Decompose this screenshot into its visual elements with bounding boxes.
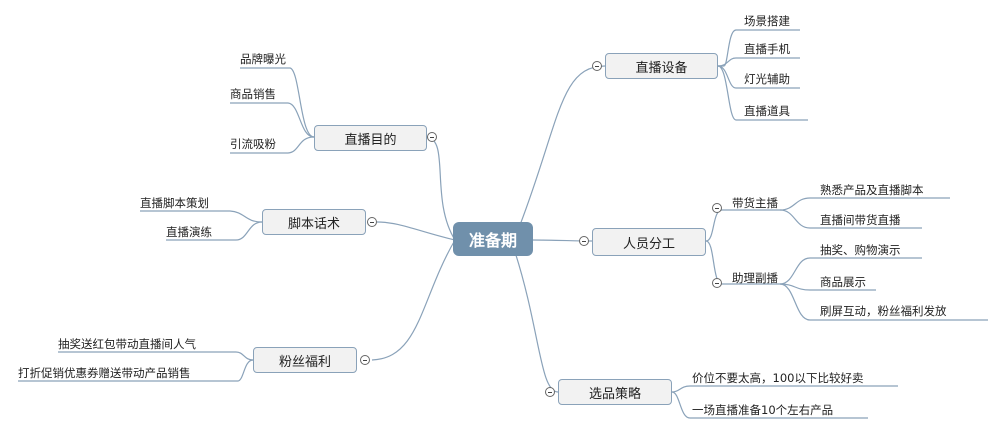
connector xyxy=(240,67,315,138)
connector xyxy=(705,240,780,285)
connector xyxy=(514,251,559,393)
connector xyxy=(376,221,456,241)
leaf-lottery-demo: 抽奖、购物演示 xyxy=(820,243,901,257)
branch-live-purpose[interactable]: 直播目的 xyxy=(314,125,427,151)
connector xyxy=(58,351,254,361)
leaf-discount-coupon: 打折促销优惠券赠送带动产品销售 xyxy=(18,366,191,380)
sub-branch-host[interactable]: 带货主播 xyxy=(732,196,778,210)
connector xyxy=(671,385,898,393)
collapse-toggle-icon[interactable] xyxy=(592,61,602,71)
connector xyxy=(717,57,800,67)
branch-staffing[interactable]: 人员分工 xyxy=(592,228,706,256)
leaf-live-selling: 直播间带货直播 xyxy=(820,213,901,227)
connector xyxy=(705,209,780,242)
connector xyxy=(671,391,868,419)
connector xyxy=(718,29,800,67)
leaf-product-sales: 商品销售 xyxy=(230,87,276,101)
collapse-toggle-icon[interactable] xyxy=(712,203,722,213)
connector xyxy=(426,136,456,241)
connector xyxy=(230,102,315,138)
leaf-price-tip: 价位不要太高，100以下比较好卖 xyxy=(692,371,864,385)
branch-live-equipment[interactable]: 直播设备 xyxy=(605,53,718,79)
collapse-toggle-icon[interactable] xyxy=(545,387,555,397)
leaf-props: 直播道具 xyxy=(744,104,790,118)
connector xyxy=(779,209,922,229)
leaf-rehearsal: 直播演练 xyxy=(166,225,212,239)
leaf-lottery-red-packet: 抽奖送红包带动直播间人气 xyxy=(58,337,196,351)
connector xyxy=(717,65,808,121)
collapse-toggle-icon[interactable] xyxy=(360,355,370,365)
connector xyxy=(230,136,315,154)
leaf-script-planning: 直播脚本策划 xyxy=(140,196,209,210)
connector xyxy=(18,359,254,382)
branch-script-talk[interactable]: 脚本话术 xyxy=(262,209,366,235)
connector xyxy=(140,210,263,223)
sub-branch-assistant[interactable]: 助理副播 xyxy=(732,271,778,285)
connector xyxy=(779,283,988,321)
collapse-toggle-icon[interactable] xyxy=(579,236,589,246)
collapse-toggle-icon[interactable] xyxy=(427,132,437,142)
connector xyxy=(779,257,922,285)
leaf-know-product-script: 熟悉产品及直播脚本 xyxy=(820,183,924,197)
collapse-toggle-icon[interactable] xyxy=(367,217,377,227)
connector xyxy=(779,283,876,291)
connector xyxy=(371,239,456,361)
connector xyxy=(166,221,263,241)
leaf-product-display: 商品展示 xyxy=(820,275,866,289)
connector xyxy=(519,65,606,226)
leaf-traffic-fans: 引流吸粉 xyxy=(230,137,276,151)
collapse-toggle-icon[interactable] xyxy=(712,278,722,288)
leaf-live-phone: 直播手机 xyxy=(744,42,790,56)
leaf-ten-products: 一场直播准备10个左右产品 xyxy=(692,403,834,417)
leaf-lighting: 灯光辅助 xyxy=(744,72,790,86)
center-node[interactable]: 准备期 xyxy=(453,222,533,256)
branch-fan-benefits[interactable]: 粉丝福利 xyxy=(253,347,357,373)
connector xyxy=(779,197,950,211)
leaf-brand-exposure: 品牌曝光 xyxy=(240,52,286,66)
leaf-screen-interaction: 刷屏互动，粉丝福利发放 xyxy=(820,304,947,318)
leaf-scene-setup: 场景搭建 xyxy=(744,14,790,28)
branch-product-selection[interactable]: 选品策略 xyxy=(558,379,672,405)
